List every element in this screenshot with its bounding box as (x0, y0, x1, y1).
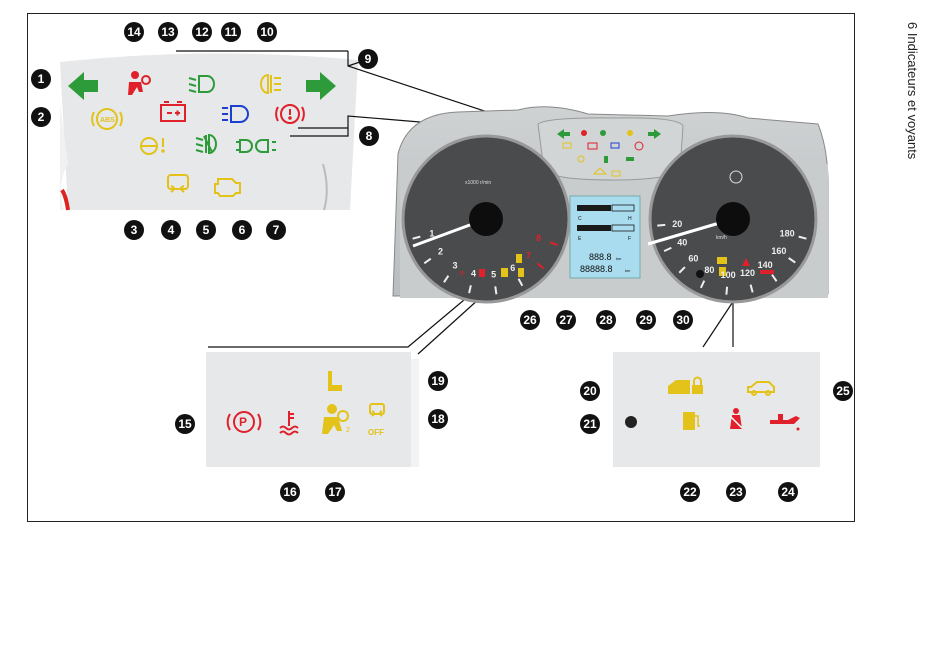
callout-number: 30 (676, 313, 690, 327)
callout-number: 4 (168, 223, 175, 237)
callout-number: 18 (431, 412, 445, 426)
callout-number: 16 (283, 485, 297, 499)
side-title-text: 6 Indicateurs et voyants (905, 22, 920, 159)
speedometer-unit: km/h (716, 235, 727, 241)
speedometer-tick-label: 20 (672, 219, 682, 229)
callout-number: 24 (781, 485, 795, 499)
callout-number: 14 (127, 25, 141, 39)
speedometer-tick-label: 40 (677, 238, 687, 248)
bottom-left-zoom-panel: P 2 OFF (206, 352, 419, 467)
speedometer-tick-label: 140 (758, 260, 773, 270)
callout-number: 23 (729, 485, 743, 499)
callout-number: 2 (38, 110, 45, 124)
callout-number: 7 (273, 223, 280, 237)
speedometer-tick-label: 120 (740, 268, 755, 278)
callout-number: 21 (583, 417, 597, 431)
callout-number: 11 (225, 25, 238, 39)
tachometer-tick-label: 7 (526, 251, 531, 261)
callout-number: 8 (366, 129, 373, 143)
callout-number: 6 (239, 223, 246, 237)
callout-number: 10 (260, 25, 274, 39)
callout-number: 28 (599, 313, 613, 327)
speedometer-tick-label: 100 (721, 270, 736, 280)
parking-brake-text: P (239, 415, 247, 429)
callout-number: 20 (583, 384, 597, 398)
speedometer-tick-label: 180 (780, 228, 795, 238)
tachometer-tick-label: 2 (438, 247, 443, 257)
bottom-right-zoom-panel (613, 352, 820, 467)
lcd-odo-unit: km (625, 268, 631, 273)
lcd-fuel-f: F (628, 236, 631, 242)
svg-text:2: 2 (346, 427, 350, 434)
speedometer-tick-label: 60 (688, 254, 698, 264)
esp-off-text: OFF (368, 428, 384, 437)
lcd-trip-unit: km (616, 256, 622, 261)
tachometer-hub (469, 202, 503, 236)
lcd-temp-h: H (628, 216, 632, 222)
top-left-zoom-panel (60, 51, 358, 210)
lcd-temp-c: C (578, 216, 582, 222)
instrument-figure: C H E F 888.8 km 88888.8 km P (27, 13, 855, 522)
callout-number: 27 (559, 313, 573, 327)
callout-number: 13 (161, 25, 175, 39)
speedometer-tick (657, 225, 665, 226)
tachometer-tick-label: 3 (453, 261, 458, 271)
callout-number: 29 (639, 313, 653, 327)
lcd-trip: 888.8 (589, 252, 612, 262)
callout-number: 1 (38, 72, 45, 86)
cluster-parking-icon: P (460, 271, 465, 278)
tachometer-tick-label: 6 (510, 263, 515, 273)
callout-number: 19 (431, 374, 445, 388)
figure-svg: C H E F 888.8 km 88888.8 km P (28, 14, 854, 521)
callout-number: 17 (328, 485, 342, 499)
callout-number: 5 (203, 223, 210, 237)
tachometer-tick (495, 286, 496, 294)
tachometer-tick-label: 8 (536, 233, 541, 243)
callout-number: 25 (836, 384, 850, 398)
lcd-odometer: 88888.8 (580, 264, 613, 274)
callout-number: 12 (195, 25, 209, 39)
callout-number: 15 (178, 417, 192, 431)
speedometer-tick (726, 287, 727, 295)
sensor-icon (625, 416, 637, 428)
tachometer-label: x1000 r/min (465, 180, 491, 186)
tachometer-tick-label: 4 (471, 269, 476, 279)
callout-number: 22 (683, 485, 697, 499)
tachometer-tick-label: 5 (491, 269, 496, 279)
instrument-cluster: C H E F 888.8 km 88888.8 km P (393, 107, 828, 302)
callout-number: 26 (523, 313, 537, 327)
abs-text: ABS (100, 117, 115, 124)
callout-number: 3 (131, 223, 138, 237)
speedometer-tick-label: 80 (704, 265, 714, 275)
side-title: 6 Indicateurs et voyants (905, 22, 935, 272)
speedometer-tick-label: 160 (771, 246, 786, 256)
callout-number: 9 (365, 52, 372, 66)
speedometer-hub (716, 202, 750, 236)
